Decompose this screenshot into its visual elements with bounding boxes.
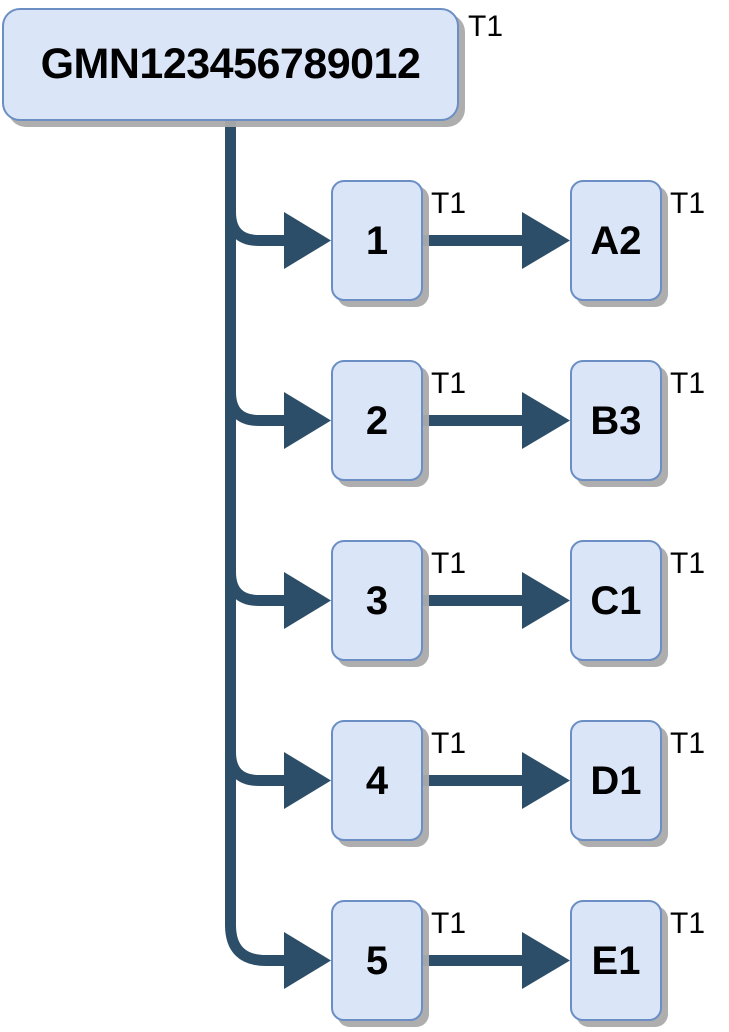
tag-root: T1 bbox=[468, 10, 504, 43]
node-mid-4[interactable]: 4 bbox=[331, 720, 423, 841]
link-arrowhead-2 bbox=[522, 392, 570, 449]
node-mid-1[interactable]: 1 bbox=[331, 180, 423, 301]
branch-stem-3 bbox=[225, 571, 292, 606]
branch-stem-2 bbox=[225, 391, 292, 426]
link-arrowhead-3 bbox=[522, 572, 570, 629]
branch-arrowhead-3 bbox=[284, 572, 331, 629]
branch-stem-5 bbox=[225, 924, 292, 966]
link-arrowhead-1 bbox=[522, 212, 570, 269]
link-arrowhead-4 bbox=[522, 752, 570, 809]
branch-stem-1 bbox=[225, 211, 292, 246]
node-leaf-2[interactable]: B3 bbox=[570, 360, 662, 481]
node-leaf-5[interactable]: E1 bbox=[570, 900, 662, 1021]
branch-arrowhead-4 bbox=[284, 752, 331, 809]
node-leaf-3[interactable]: C1 bbox=[570, 540, 662, 661]
node-leaf-1[interactable]: A2 bbox=[570, 180, 662, 301]
link-arrowhead-5 bbox=[522, 932, 570, 989]
branch-arrowhead-2 bbox=[284, 392, 331, 449]
node-mid-2[interactable]: 2 bbox=[331, 360, 423, 481]
node-mid-3[interactable]: 3 bbox=[331, 540, 423, 661]
tag-mid-2: T1 bbox=[431, 367, 467, 400]
tag-leaf-1: T1 bbox=[670, 187, 706, 220]
tag-mid-4: T1 bbox=[431, 727, 467, 760]
branch-arrowhead-1 bbox=[284, 212, 331, 269]
tag-leaf-4: T1 bbox=[670, 727, 706, 760]
node-leaf-4[interactable]: D1 bbox=[570, 720, 662, 841]
tag-leaf-2: T1 bbox=[670, 367, 706, 400]
tag-leaf-3: T1 bbox=[670, 547, 706, 580]
tag-mid-3: T1 bbox=[431, 547, 467, 580]
tag-leaf-5: T1 bbox=[670, 907, 706, 940]
node-mid-5[interactable]: 5 bbox=[331, 900, 423, 1021]
node-root[interactable]: GMN123456789012 bbox=[2, 8, 459, 121]
branch-arrowhead-5 bbox=[284, 932, 331, 989]
branch-stem-4 bbox=[225, 751, 292, 786]
tag-mid-1: T1 bbox=[431, 187, 467, 220]
tag-mid-5: T1 bbox=[431, 907, 467, 940]
